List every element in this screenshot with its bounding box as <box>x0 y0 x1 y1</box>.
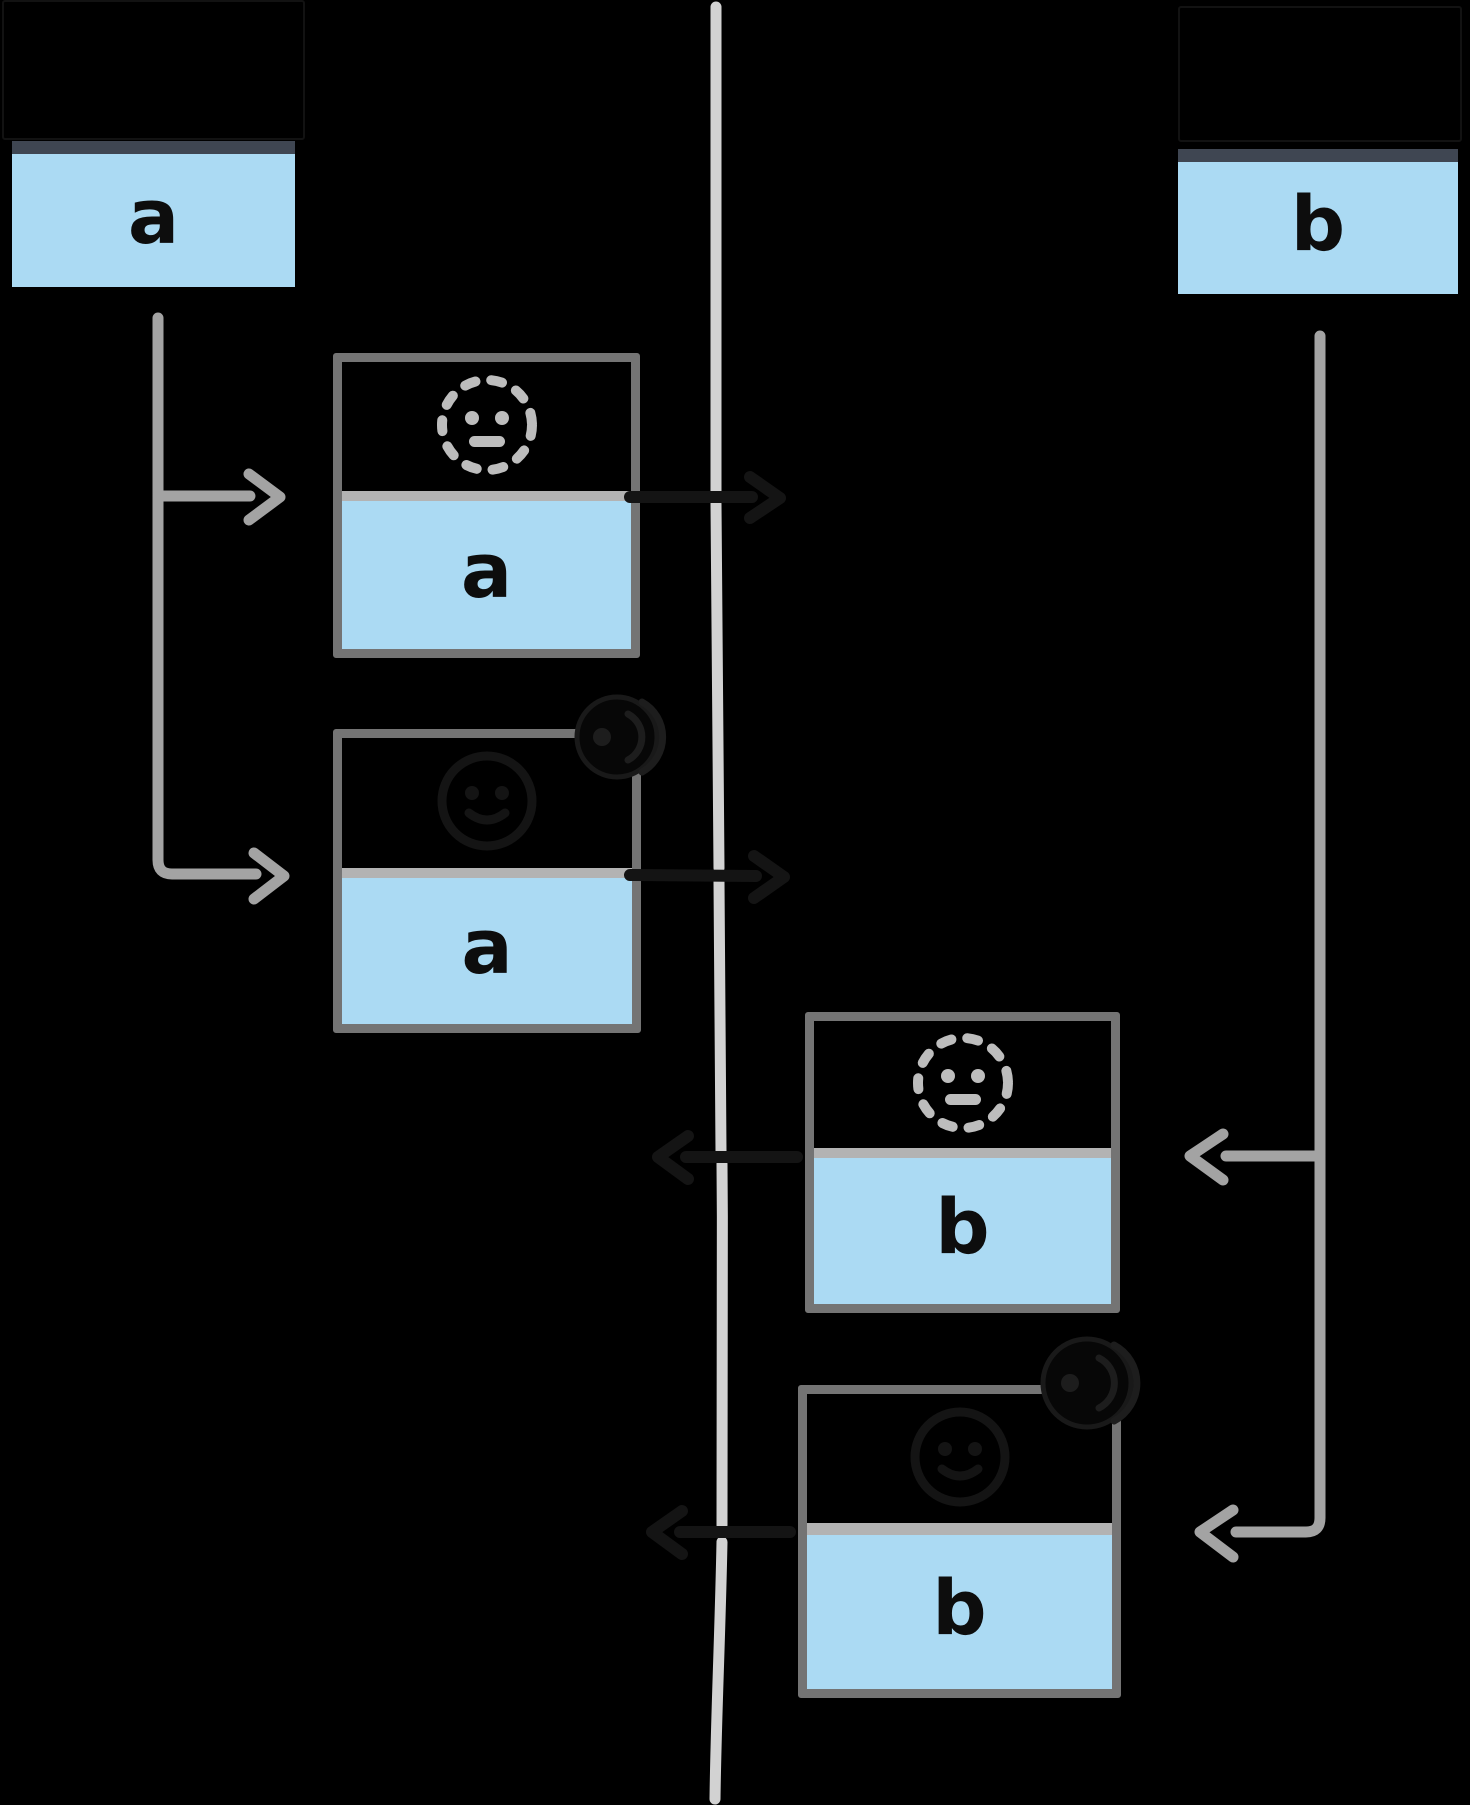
op-b-confirmed-body: b <box>807 1535 1112 1689</box>
op-divider <box>807 1523 1112 1535</box>
op-divider <box>814 1148 1111 1158</box>
op-a-pending-box: a <box>333 353 640 658</box>
op-a-confirmed-body: a <box>342 878 632 1024</box>
op-b-pending-icon-area <box>814 1021 1111 1148</box>
op-a-confirmed-icon-area <box>342 738 632 868</box>
dashed-smiley-icon <box>907 1027 1019 1143</box>
op-b-pending-box: b <box>805 1012 1120 1313</box>
op-b-confirmed-icon-area <box>807 1394 1112 1523</box>
timeline-line <box>709 1 729 1805</box>
dashed-smiley-icon <box>431 369 543 485</box>
client-b-flow-arrows <box>1184 330 1326 1563</box>
op-b-pending-letter: b <box>935 1182 990 1271</box>
op-b-confirmed-box: b <box>798 1385 1121 1698</box>
client-b-letter: b <box>1290 179 1346 268</box>
client-b-body: b <box>1178 162 1458 294</box>
op-a-confirmed-box: a <box>333 729 641 1033</box>
op-divider <box>342 491 631 501</box>
op-a-pending-icon-area <box>342 362 631 491</box>
client-b-header-bar <box>1178 149 1458 162</box>
op-b-confirmed-letter: b <box>932 1563 987 1652</box>
op-a-confirmed-letter: a <box>461 902 513 991</box>
op-b-pending-body: b <box>814 1158 1111 1304</box>
client-a-body: a <box>12 154 295 287</box>
op-divider <box>342 868 632 878</box>
smiley-icon <box>431 745 543 861</box>
smiley-icon <box>904 1401 1016 1517</box>
client-a-card: a <box>12 141 295 287</box>
client-a-header-bar <box>12 141 295 154</box>
op-to-timeline-arrows <box>624 471 803 1560</box>
op-a-pending-letter: a <box>460 526 513 615</box>
client-a-flow-arrows <box>152 312 290 905</box>
op-a-pending-body: a <box>342 501 631 649</box>
client-b-label-box <box>1178 6 1462 142</box>
client-a-label-box <box>2 0 305 140</box>
client-b-card: b <box>1178 149 1458 294</box>
client-a-letter: a <box>127 171 180 261</box>
